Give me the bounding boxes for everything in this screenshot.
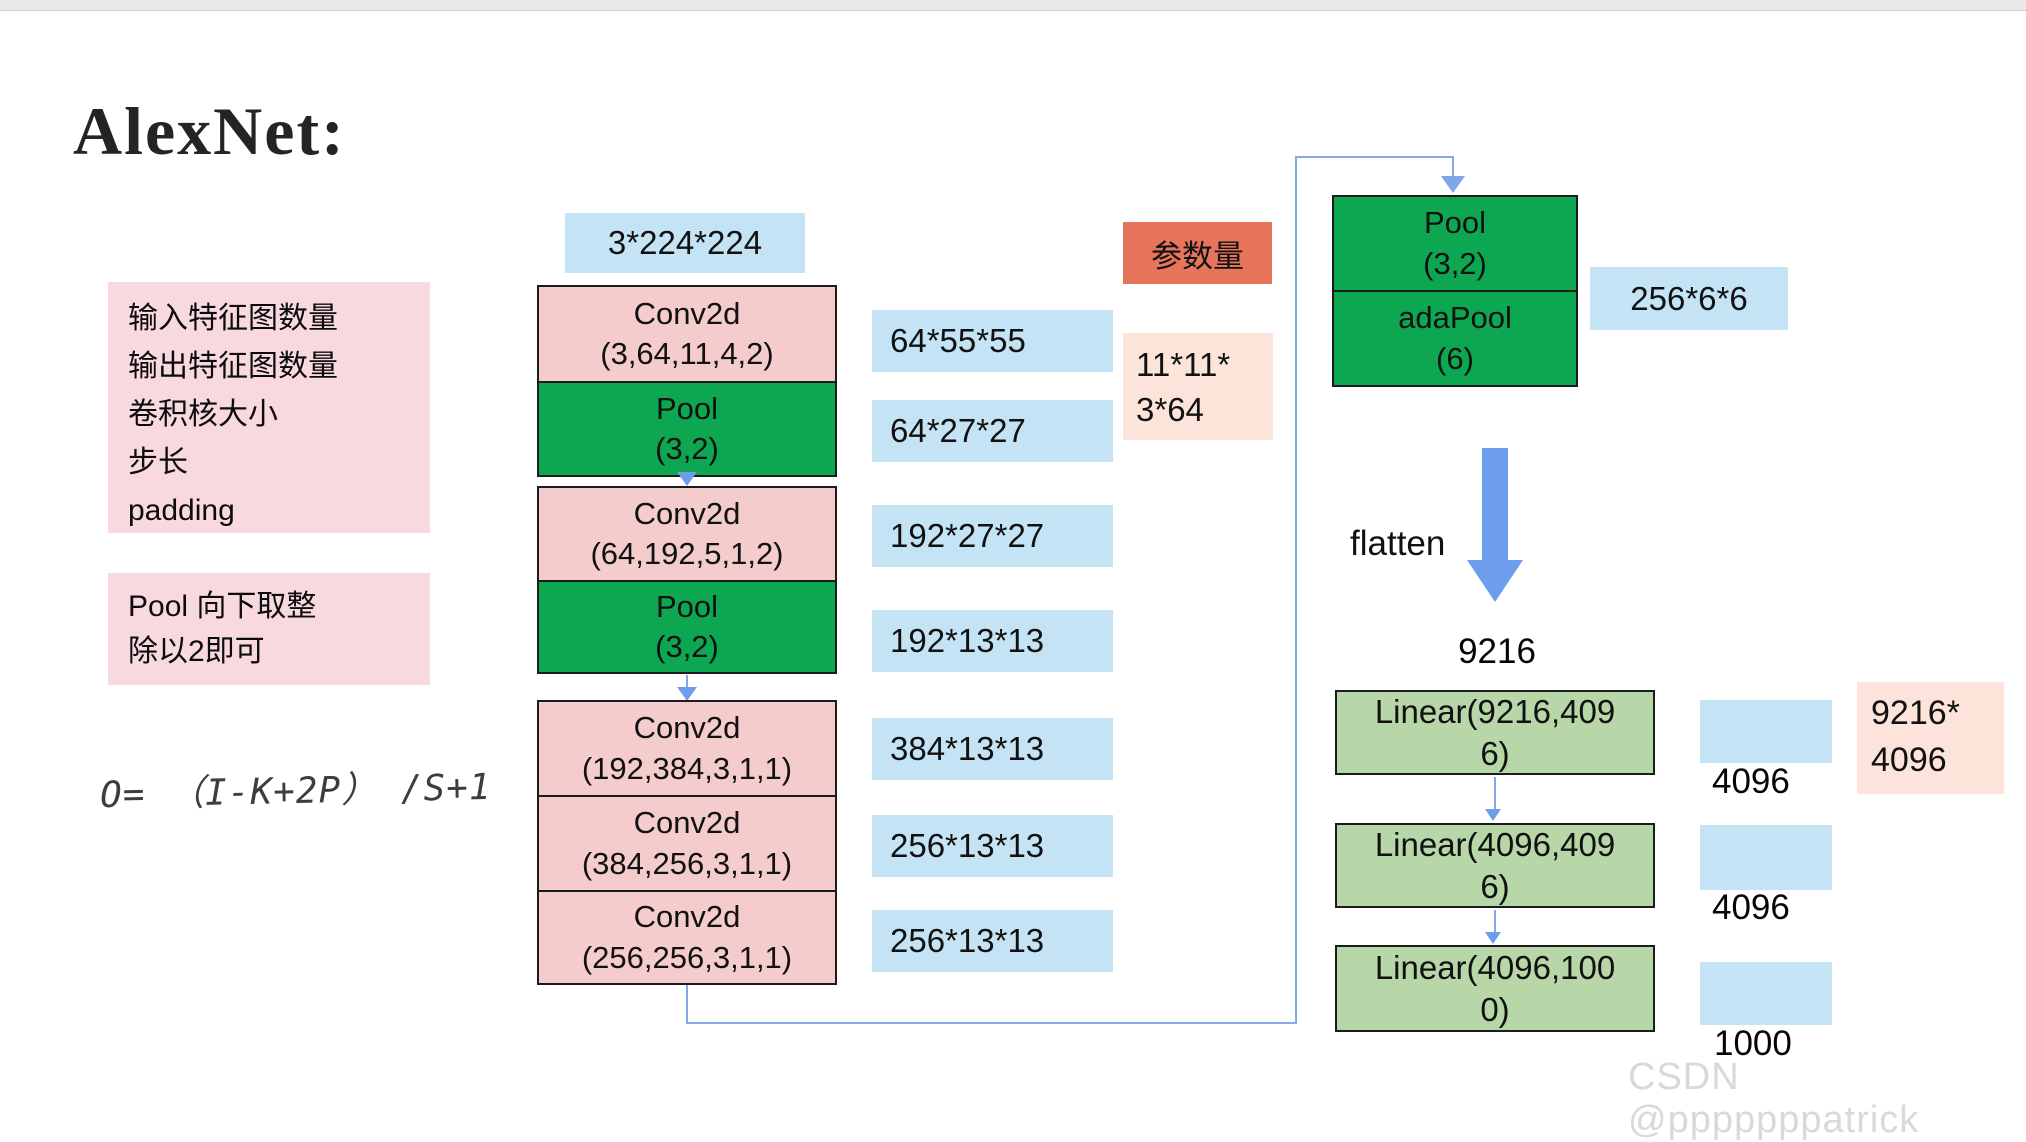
feature-size-label: 192*27*27 xyxy=(872,505,1113,567)
note-line: Pool 向下取整 xyxy=(128,590,317,623)
layer-params: (384,256,3,1,1) xyxy=(581,845,793,881)
page-title: AlexNet: xyxy=(73,93,346,169)
pool-block-1: Pool (3,2) xyxy=(537,381,837,477)
param-line: 3*64 xyxy=(1136,391,1204,428)
connector-line xyxy=(1494,777,1496,811)
layer-name: Pool xyxy=(655,390,719,426)
down-arrow-icon xyxy=(1441,176,1465,193)
note-line: padding xyxy=(128,494,235,527)
pool-output-size-label: 256*6*6 xyxy=(1590,267,1788,330)
connector-line xyxy=(1295,156,1297,1024)
layer-name: Conv2d xyxy=(633,295,741,331)
layer-name: Pool xyxy=(655,588,719,624)
param-count-header: 参数量 xyxy=(1123,222,1272,284)
input-size-label: 3*224*224 xyxy=(565,213,805,273)
fc-output-box xyxy=(1700,962,1832,1025)
layer-params: (3,2) xyxy=(1423,245,1487,281)
connector-line xyxy=(1494,910,1496,934)
fc1-param-count: 9216* 4096 xyxy=(1857,682,2004,794)
linear-block-2: Linear(4096,4096) xyxy=(1335,823,1655,908)
feature-size-label: 64*27*27 xyxy=(872,400,1113,462)
connector-line xyxy=(686,1022,1297,1024)
final-pool-block: Pool (3,2) adaPool (6) xyxy=(1332,195,1578,387)
note-line: 步长 xyxy=(128,446,188,479)
layer-params: (6) xyxy=(1436,340,1474,376)
layer-params: (256,256,3,1,1) xyxy=(581,939,793,975)
arrow-shaft xyxy=(1482,448,1508,562)
layer-name: Pool xyxy=(1423,205,1487,241)
fc-output-label: 4096 xyxy=(1712,888,1790,927)
down-arrow-icon xyxy=(677,472,697,486)
layer-name: Conv2d xyxy=(633,899,741,935)
flatten-label: flatten xyxy=(1350,524,1446,563)
note-line: 输入特征图数量 xyxy=(128,302,338,335)
layer-name: adaPool xyxy=(1398,300,1512,336)
flatten-arrow-icon xyxy=(1467,448,1523,602)
layer-params: (64,192,5,1,2) xyxy=(590,536,784,571)
fc-output-label: 4096 xyxy=(1712,762,1790,801)
feature-size-label: 256*13*13 xyxy=(872,910,1113,972)
param-line: 9216* xyxy=(1871,694,1960,732)
fc-output-box xyxy=(1700,700,1832,763)
connector-line xyxy=(686,985,688,1024)
param-line: 4096 xyxy=(1871,741,1947,779)
conv-block-5: Conv2d (256,256,3,1,1) xyxy=(537,890,837,985)
flatten-size-label: 9216 xyxy=(1458,632,1536,671)
feature-size-label: 256*13*13 xyxy=(872,815,1113,877)
layer-params: (3,2) xyxy=(655,629,719,664)
fc-output-box xyxy=(1700,825,1832,890)
layer-name: Conv2d xyxy=(633,495,741,531)
fc-output-label: 1000 xyxy=(1714,1024,1792,1063)
conv-args-note: 输入特征图数量 输出特征图数量 卷积核大小 步长 padding xyxy=(108,282,430,533)
feature-size-label: 64*55*55 xyxy=(872,310,1113,372)
note-line: 除以2即可 xyxy=(128,635,265,668)
feature-size-label: 192*13*13 xyxy=(872,610,1113,672)
pool-rule-note: Pool 向下取整 除以2即可 xyxy=(108,573,430,685)
linear-block-3: Linear(4096,1000) xyxy=(1335,945,1655,1032)
pool-block-2: Pool (3,2) xyxy=(537,580,837,674)
layer-name: Conv2d xyxy=(633,710,741,746)
layer-params: (3,64,11,4,2) xyxy=(600,336,774,371)
conv-block-4: Conv2d (384,256,3,1,1) xyxy=(537,795,837,892)
top-divider-bar xyxy=(0,0,2026,11)
down-arrow-icon xyxy=(1485,809,1501,821)
conv-block-1: Conv2d (3,64,11,4,2) xyxy=(537,285,837,383)
note-line: 卷积核大小 xyxy=(128,398,278,431)
linear-block-1: Linear(9216,4096) xyxy=(1335,690,1655,775)
adapool-cell: adaPool (6) xyxy=(1332,290,1578,387)
conv-block-2: Conv2d (64,192,5,1,2) xyxy=(537,486,837,582)
connector-line xyxy=(686,675,688,689)
note-line: 输出特征图数量 xyxy=(128,350,338,383)
layer-params: (192,384,3,1,1) xyxy=(581,750,793,786)
connector-line xyxy=(1295,156,1454,158)
arrow-head xyxy=(1467,560,1523,602)
layer-params: (3,2) xyxy=(655,431,719,466)
connector-line xyxy=(1452,156,1454,178)
feature-size-label: 384*13*13 xyxy=(872,718,1113,780)
conv1-param-count: 11*11* 3*64 xyxy=(1123,333,1273,440)
conv-block-3: Conv2d (192,384,3,1,1) xyxy=(537,700,837,797)
param-line: 11*11* xyxy=(1136,346,1231,383)
layer-name: Conv2d xyxy=(633,805,741,841)
down-arrow-icon xyxy=(1485,932,1501,944)
pool-cell: Pool (3,2) xyxy=(1332,195,1578,292)
output-size-formula: O= （I-K+2P） /S+1 xyxy=(99,766,492,817)
down-arrow-icon xyxy=(677,687,697,701)
csdn-watermark: CSDN @pppppppatrick xyxy=(1628,1056,1920,1141)
